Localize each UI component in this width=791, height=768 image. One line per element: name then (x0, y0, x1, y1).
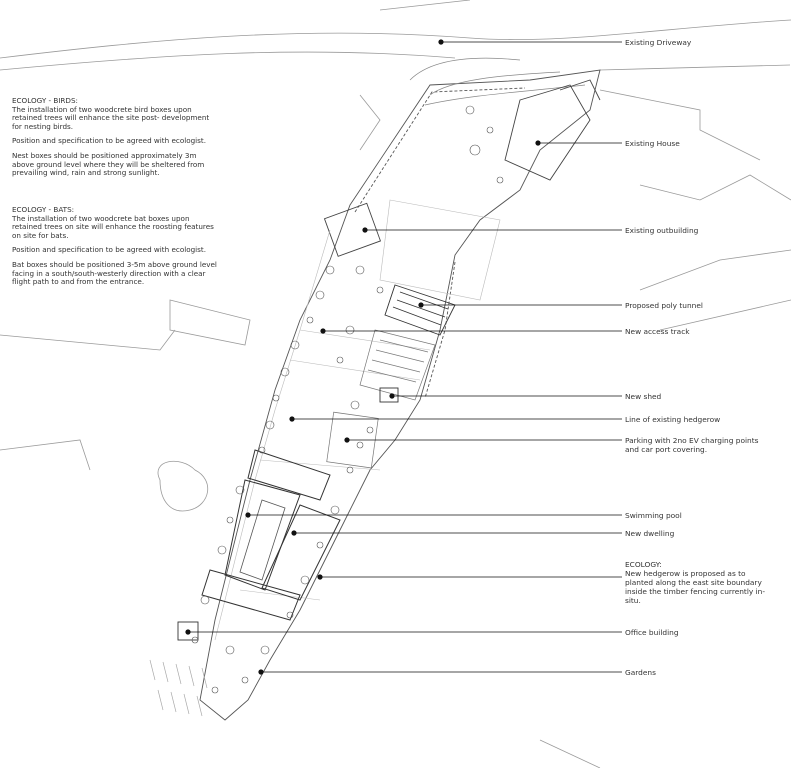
birds-note-title: ECOLOGY - BIRDS: (12, 96, 78, 105)
garden-stripes (149, 659, 208, 717)
bats-note-p2: Position and specification to be agreed … (12, 245, 207, 255)
bats-note-p1: The installation of two woodcrete bat bo… (12, 213, 214, 240)
tree-symbols (191, 105, 504, 694)
label-existing-house: Existing House (625, 139, 680, 148)
ecology-hedgerow-title: ECOLOGY: (625, 560, 662, 569)
label-access-track: New access track (625, 327, 690, 336)
birds-note-p3: Nest boxes should be positioned approxim… (12, 150, 205, 178)
label-ecology-hedgerow: ECOLOGY: New hedgerow is proposed as to … (625, 560, 775, 605)
bats-note-title: ECOLOGY - BATS: (12, 205, 75, 214)
label-existing-outbuilding: Existing outbuilding (625, 226, 699, 235)
label-parking: Parking with 2no EV charging points and … (625, 436, 759, 454)
label-poly-tunnel: Proposed poly tunnel (625, 301, 703, 310)
parking-grid (326, 329, 436, 469)
leader-lines (185, 39, 622, 675)
internal-linework (214, 199, 501, 641)
label-swimming-pool: Swimming pool (625, 511, 682, 520)
birds-note-p2: Position and specification to be agreed … (12, 136, 207, 146)
office-building (177, 621, 199, 641)
label-hedgerow-line: Line of existing hedgerow (625, 415, 721, 424)
ecology-birds-note: ECOLOGY - BIRDS: The installation of two… (12, 96, 217, 184)
label-new-shed: New shed (625, 392, 662, 401)
ecology-bats-note: ECOLOGY - BATS: The installation of two … (12, 205, 217, 293)
birds-note-p1: The installation of two woodcrete bird b… (12, 104, 210, 131)
swimming-pool (239, 499, 286, 581)
label-existing-driveway: Existing Driveway (625, 38, 692, 47)
ecology-hedgerow-text: New hedgerow is proposed as to planted a… (625, 569, 765, 605)
site-boundary (199, 69, 601, 721)
bats-note-p3: Bat boxes should be positioned 3-5m abov… (12, 259, 217, 287)
existing-outbuilding (323, 202, 382, 257)
label-new-dwelling: New dwelling (625, 529, 675, 538)
poly-tunnel (384, 284, 456, 336)
existing-house (504, 79, 601, 181)
label-gardens: Gardens (625, 668, 656, 677)
label-office-building: Office building (625, 628, 679, 637)
new-shed (379, 387, 399, 403)
new-dwelling (201, 449, 341, 621)
